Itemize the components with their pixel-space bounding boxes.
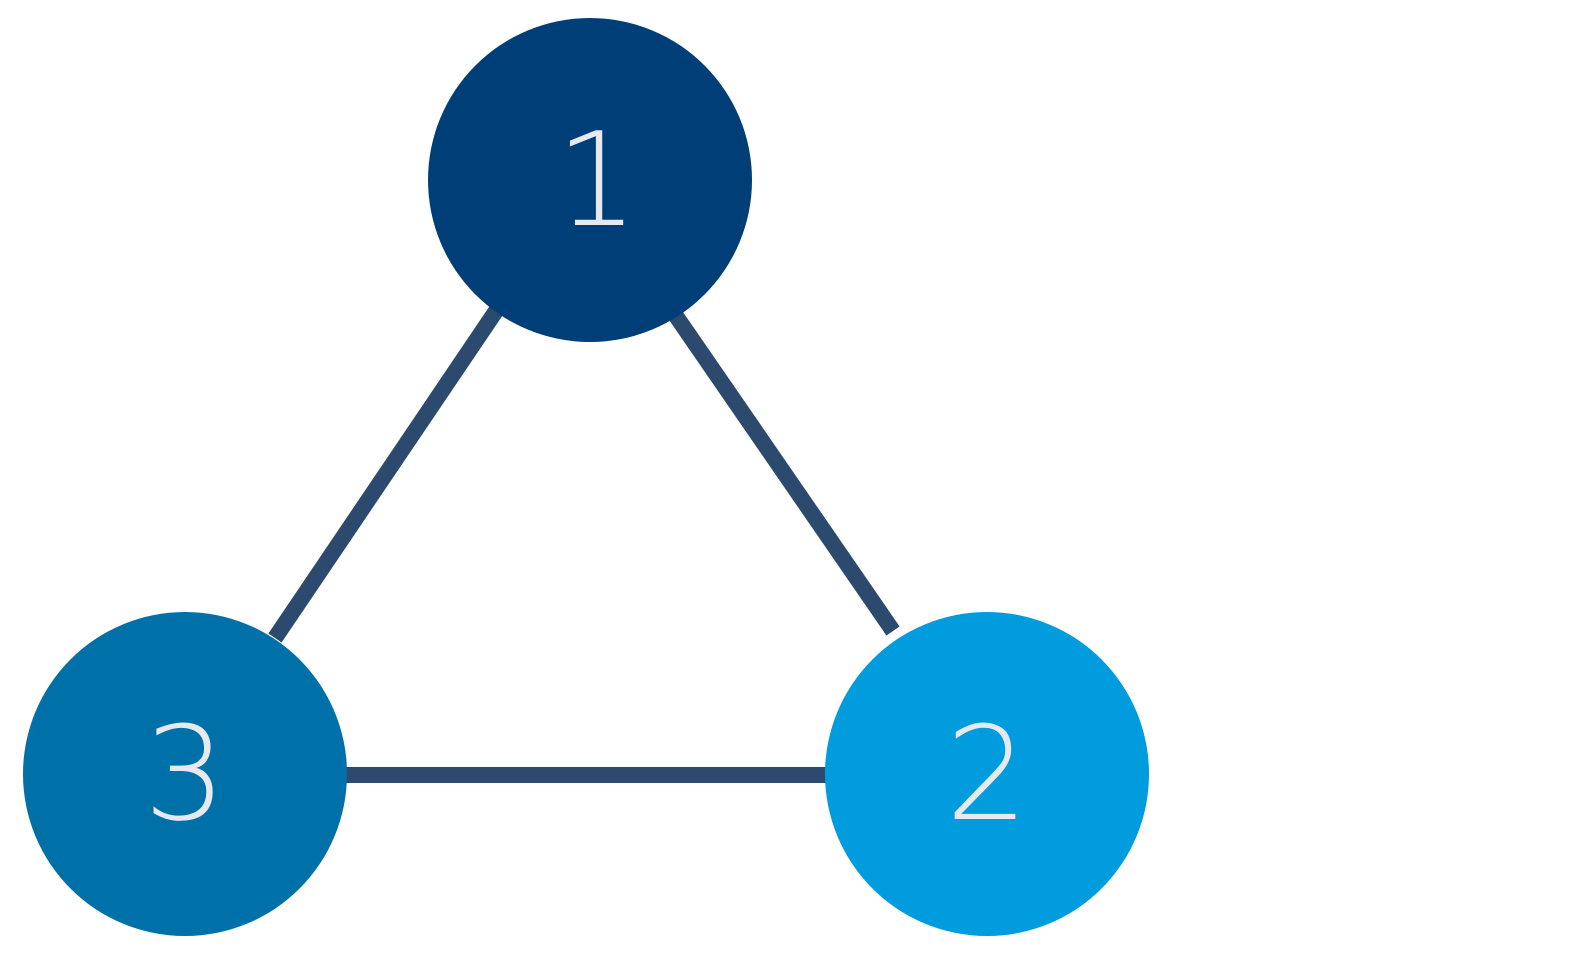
node-1[interactable]: 1 [428,18,752,342]
nodes-layer: 1 2 3 [23,18,1149,936]
node-3[interactable]: 3 [23,612,347,936]
node-2-circle [825,612,1149,936]
node-2-label: 2 [946,698,1029,850]
node-2[interactable]: 2 [825,612,1149,936]
node-1-circle [428,18,752,342]
node-3-label: 3 [144,698,227,850]
edge-1-2 [658,295,900,636]
node-1-label: 1 [556,104,639,256]
node-3-circle [23,612,347,936]
edges-layer [268,295,900,783]
edge-1-3 [268,300,507,643]
